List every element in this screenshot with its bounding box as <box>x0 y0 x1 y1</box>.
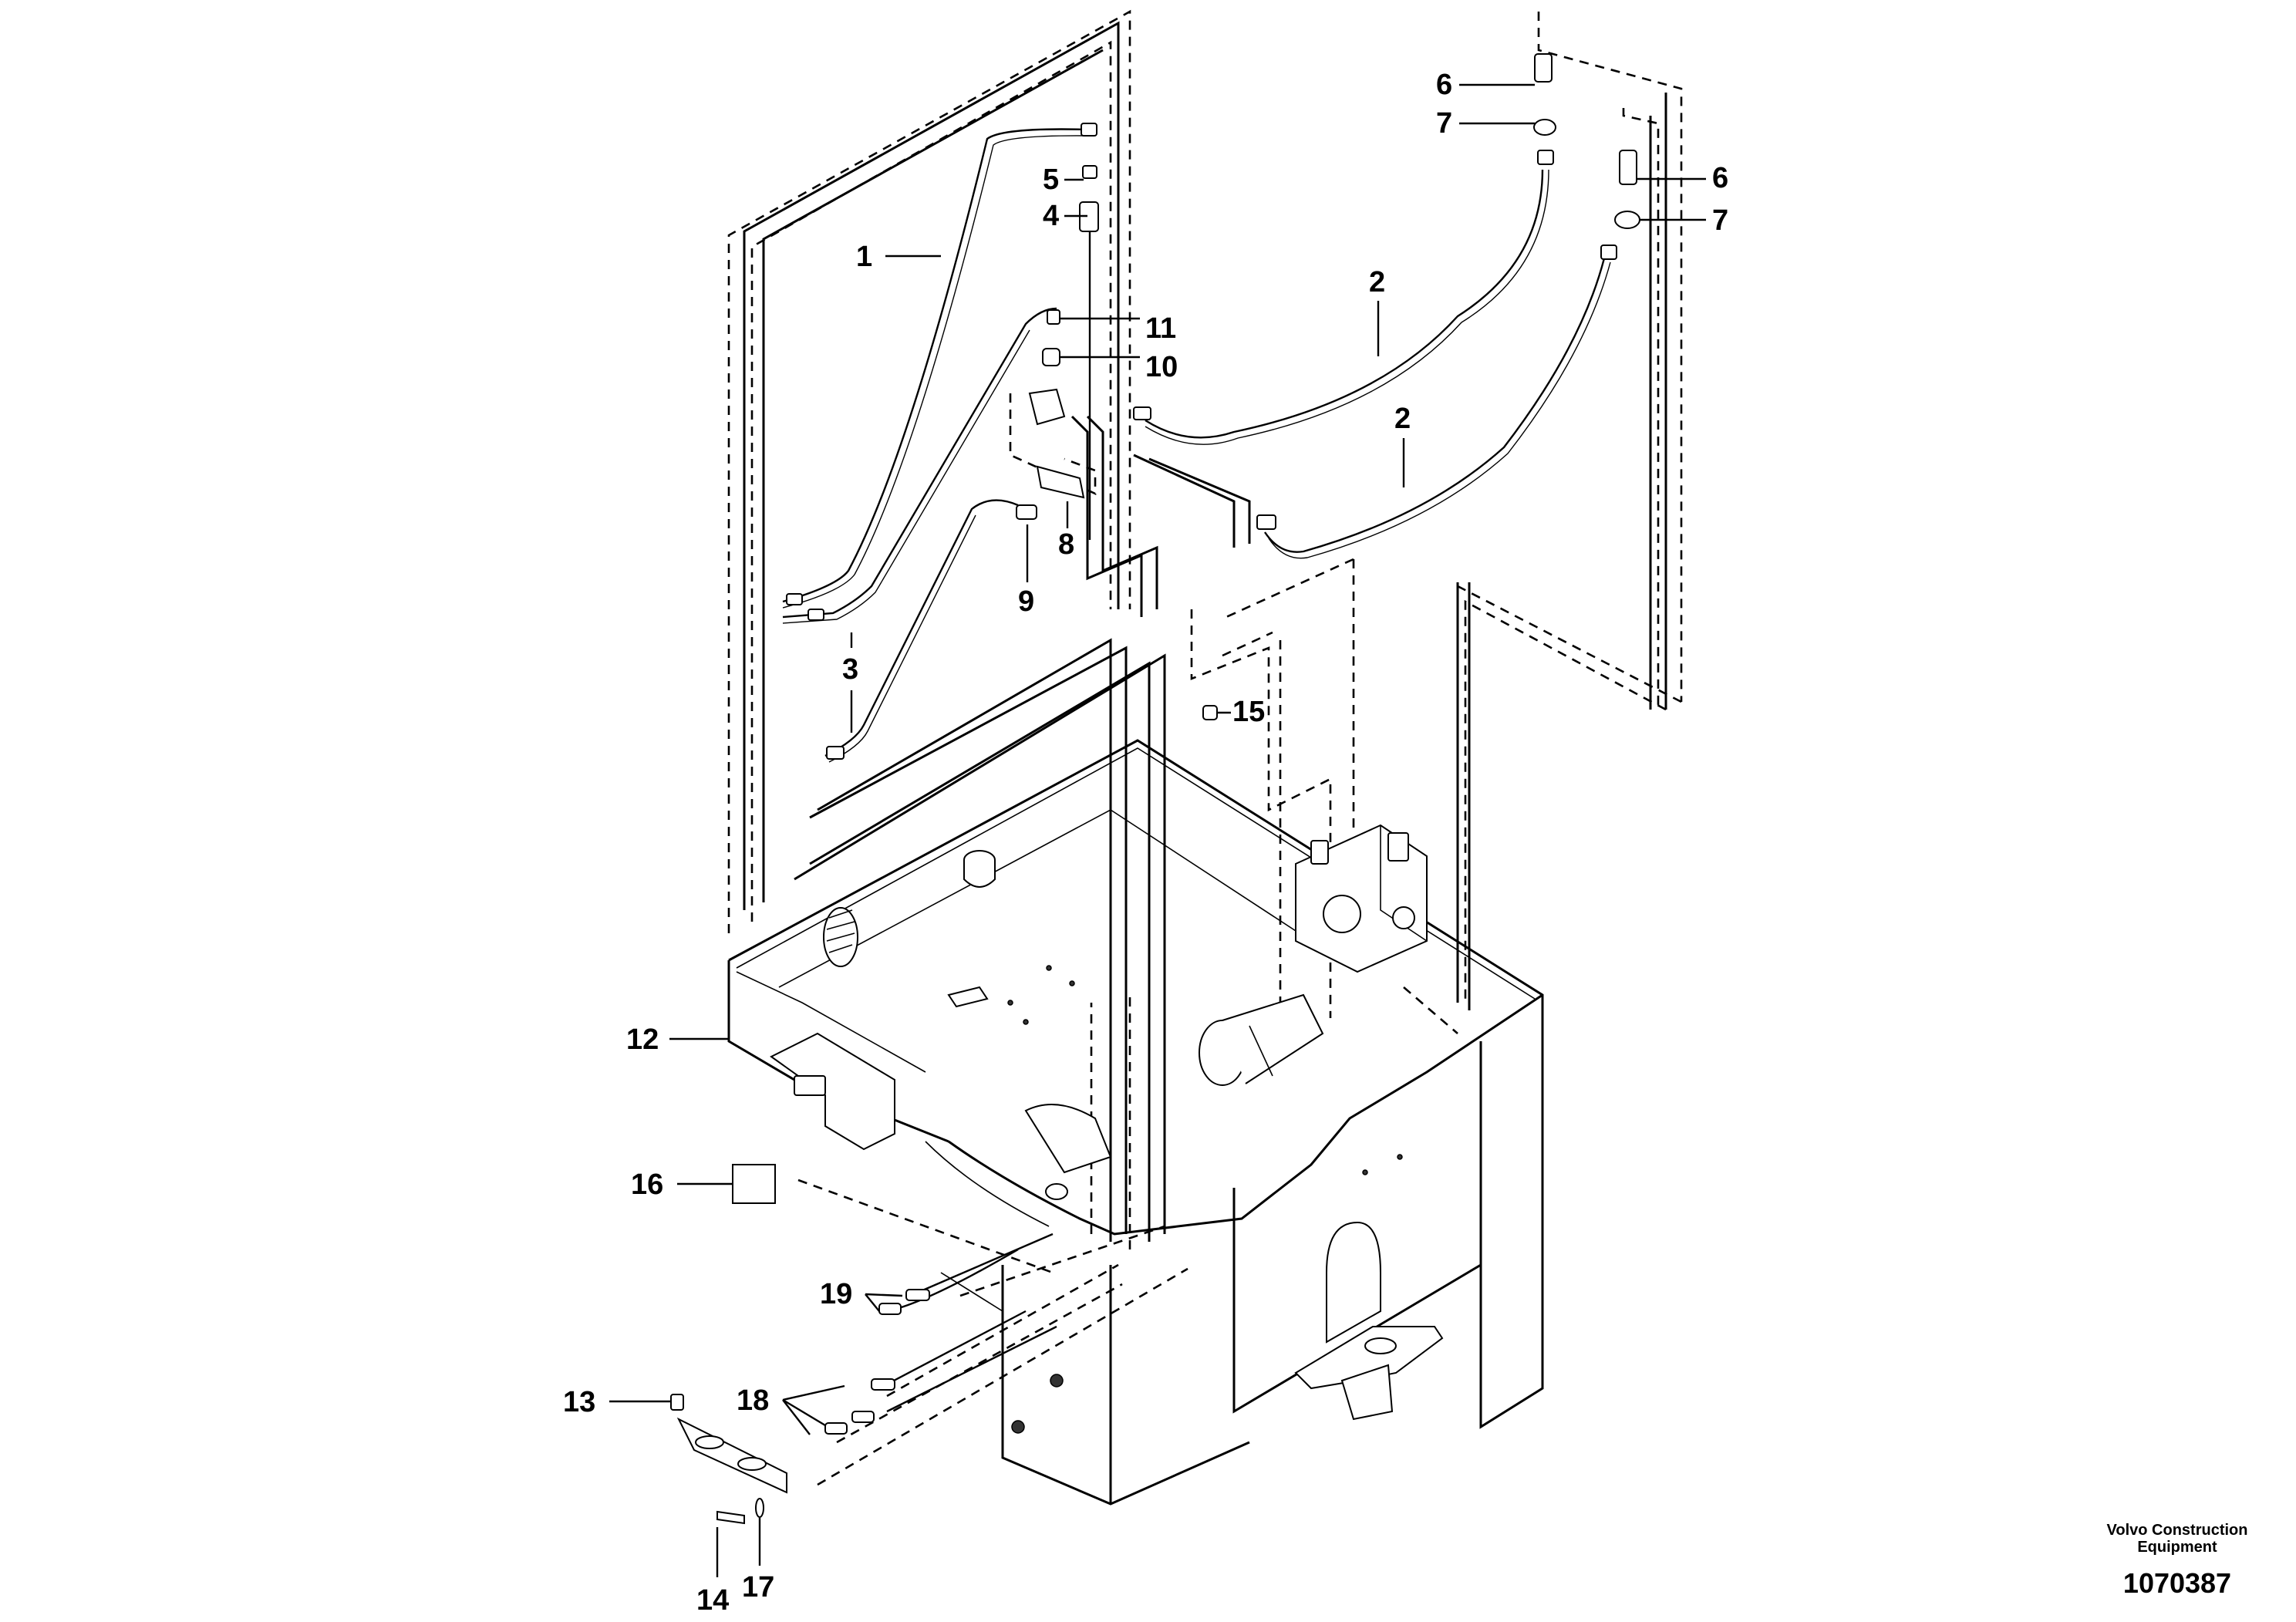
fittings <box>786 53 1640 760</box>
callout-2: 2 <box>1394 403 1411 435</box>
footer: Volvo Construction Equipment 1070387 <box>2107 1522 2248 1599</box>
stepped-harness-lines <box>743 21 1667 1242</box>
callout-8: 8 <box>1058 528 1074 561</box>
callout-3: 3 <box>842 653 858 686</box>
callout-5: 5 <box>1043 164 1059 196</box>
callout-16: 16 <box>631 1168 663 1201</box>
callout-6: 6 <box>1712 162 1728 194</box>
callout-15: 15 <box>1232 696 1265 728</box>
callout-1: 1 <box>856 241 872 273</box>
brand-line-2: Equipment <box>2137 1539 2217 1556</box>
callout-4: 4 <box>1043 200 1059 232</box>
callout-11: 11 <box>1145 312 1176 345</box>
frame-body <box>670 739 1544 1525</box>
brand-line-1: Volvo Construction <box>2107 1522 2248 1539</box>
callout-13: 13 <box>563 1386 595 1418</box>
callout-14: 14 <box>696 1584 729 1617</box>
callout-17: 17 <box>742 1571 774 1603</box>
callout-2: 2 <box>1369 266 1385 298</box>
callout-9: 9 <box>1018 585 1034 618</box>
callouts: 1 2 2 3 4 5 6 6 7 7 8 9 10 <box>563 69 1728 1617</box>
callout-12: 12 <box>626 1023 659 1056</box>
callout-18: 18 <box>737 1384 769 1417</box>
callout-19: 19 <box>820 1278 852 1310</box>
callout-6: 6 <box>1436 69 1452 101</box>
callout-7: 7 <box>1712 204 1728 237</box>
drawing-number: 1070387 <box>2123 1567 2231 1599</box>
callout-7: 7 <box>1436 107 1452 140</box>
callout-10: 10 <box>1145 351 1178 383</box>
